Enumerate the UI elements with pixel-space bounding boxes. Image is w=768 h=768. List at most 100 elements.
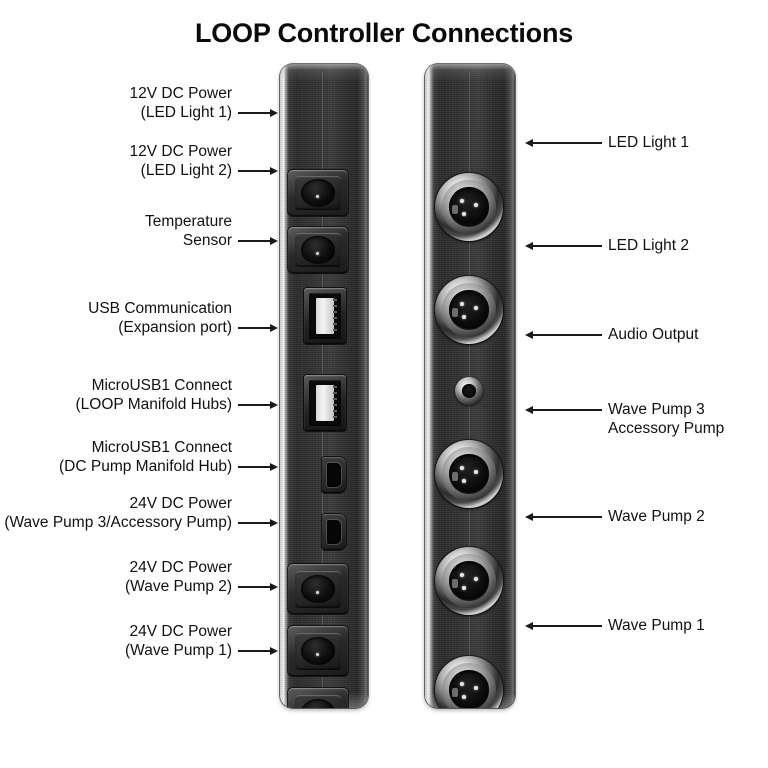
dc-jack-wave-pump-1[interactable] [288, 688, 348, 708]
label-audio-output: Audio Output [608, 325, 698, 344]
jack-bezel [294, 570, 342, 608]
dc-jack-led-light-1[interactable] [288, 170, 348, 216]
connector-pin [461, 695, 466, 700]
connector-chrome-ring [442, 554, 496, 608]
din-wave-pump-1[interactable] [435, 656, 503, 708]
connector-keyway [451, 307, 458, 317]
label-24v-wave-pump-2: 24V DC Power (Wave Pump 2) [125, 558, 232, 596]
label-line-1: 12V DC Power [129, 85, 232, 102]
label-line-2: (DC Pump Manifold Hub) [59, 458, 233, 475]
leader-arrowhead [525, 512, 533, 521]
connector-pin [459, 573, 464, 578]
right-connector-panel [425, 64, 515, 708]
jack-bore [300, 637, 336, 665]
jack-bore [300, 179, 336, 207]
label-line-1: Wave Pump 3 [608, 401, 705, 418]
leader-arrowhead [270, 518, 278, 527]
leader-line [238, 112, 270, 114]
label-line-1: Wave Pump 1 [608, 617, 705, 634]
connector-keyway [451, 471, 458, 481]
connector-pin [474, 577, 479, 582]
leader-line [533, 625, 602, 627]
leader-arrowhead [270, 646, 278, 655]
leader-line [533, 516, 602, 518]
audio-jack-output[interactable] [455, 377, 483, 405]
connector-barrel [449, 670, 489, 708]
center-pin [316, 194, 320, 198]
connector-keyway [451, 687, 458, 697]
usb-a-temperature-sensor[interactable] [304, 288, 346, 344]
label-microusb-dc-pump: MicroUSB1 Connect(DC Pump Manifold Hub) [59, 438, 232, 476]
connector-pin [459, 199, 464, 204]
label-line-2: (Wave Pump 1) [125, 642, 233, 659]
leader-line [238, 327, 270, 329]
label-line-2: Sensor [182, 232, 232, 249]
label-line-1: LED Light 2 [608, 237, 689, 254]
label-wave-pump-1: Wave Pump 1 [608, 616, 705, 635]
leader-arrowhead [270, 236, 278, 245]
connector-pin [461, 479, 466, 484]
usb-tongue [315, 384, 335, 422]
label-wave-pump-3: Wave Pump 3 Accessory Pump [608, 400, 724, 438]
connector-barrel [449, 290, 489, 330]
connector-chrome-ring [442, 447, 496, 501]
leader-line [533, 409, 602, 411]
audio-jack-bore [462, 384, 476, 398]
connector-chrome-ring [442, 663, 496, 708]
din-led-light-1[interactable] [435, 173, 503, 241]
leader-arrowhead [270, 166, 278, 175]
jack-bezel [294, 694, 342, 708]
label-led-light-1: LED Light 1 [608, 133, 689, 152]
connector-pin [459, 682, 464, 687]
dc-jack-wave-pump-2[interactable] [288, 626, 348, 676]
leader-line [238, 466, 270, 468]
label-24v-wave-pump-1: 24V DC Power (Wave Pump 1) [125, 622, 232, 660]
connector-chrome-ring [442, 180, 496, 234]
leader-line [533, 245, 602, 247]
connector-pin [461, 586, 466, 591]
label-line-1: 24V DC Power [129, 623, 232, 640]
leader-line [238, 240, 270, 242]
label-24v-wave-pump-3: 24V DC Power(Wave Pump 3/Accessory Pump) [4, 494, 232, 532]
micro-usb-loop-manifold[interactable] [322, 457, 346, 493]
leader-line [238, 170, 270, 172]
din-led-light-2[interactable] [435, 276, 503, 344]
connector-pin [474, 686, 479, 691]
usb-cavity [309, 293, 341, 339]
jack-bezel [294, 632, 342, 670]
center-pin [316, 652, 320, 656]
label-line-1: 24V DC Power [129, 495, 232, 512]
label-line-2: (LOOP Manifold Hubs) [75, 396, 233, 413]
leader-arrowhead [525, 138, 533, 147]
dc-jack-wave-pump-3[interactable] [288, 564, 348, 614]
connector-pin [459, 302, 464, 307]
jack-bore [300, 575, 336, 603]
leader-line [533, 334, 602, 336]
label-line-2: Accessory Pump [608, 420, 725, 437]
micro-usb-dc-pump-manifold[interactable] [322, 514, 346, 550]
connector-keyway [451, 204, 458, 214]
connector-pin [459, 466, 464, 471]
leader-arrowhead [525, 621, 533, 630]
label-line-1: Temperature [145, 213, 233, 230]
leader-line [238, 522, 270, 524]
leader-arrowhead [270, 462, 278, 471]
usb-a-expansion-port[interactable] [304, 375, 346, 431]
leader-arrowhead [525, 241, 533, 250]
label-line-2: (Wave Pump 2) [125, 578, 233, 595]
label-line-1: 24V DC Power [129, 559, 232, 576]
connector-barrel [449, 454, 489, 494]
micro-usb-slot [326, 520, 342, 544]
label-usb-communication: USB Communication(Expansion port) [88, 299, 232, 337]
jack-bezel [294, 232, 342, 268]
din-wave-pump-2[interactable] [435, 547, 503, 615]
label-wave-pump-2: Wave Pump 2 [608, 507, 705, 526]
din-wave-pump-3[interactable] [435, 440, 503, 508]
leader-line [533, 142, 602, 144]
label-12v-led-light-2: 12V DC Power(LED Light 2) [129, 142, 232, 180]
dc-jack-led-light-2[interactable] [288, 227, 348, 273]
label-line-2: (Expansion port) [118, 319, 232, 336]
leader-arrowhead [270, 108, 278, 117]
